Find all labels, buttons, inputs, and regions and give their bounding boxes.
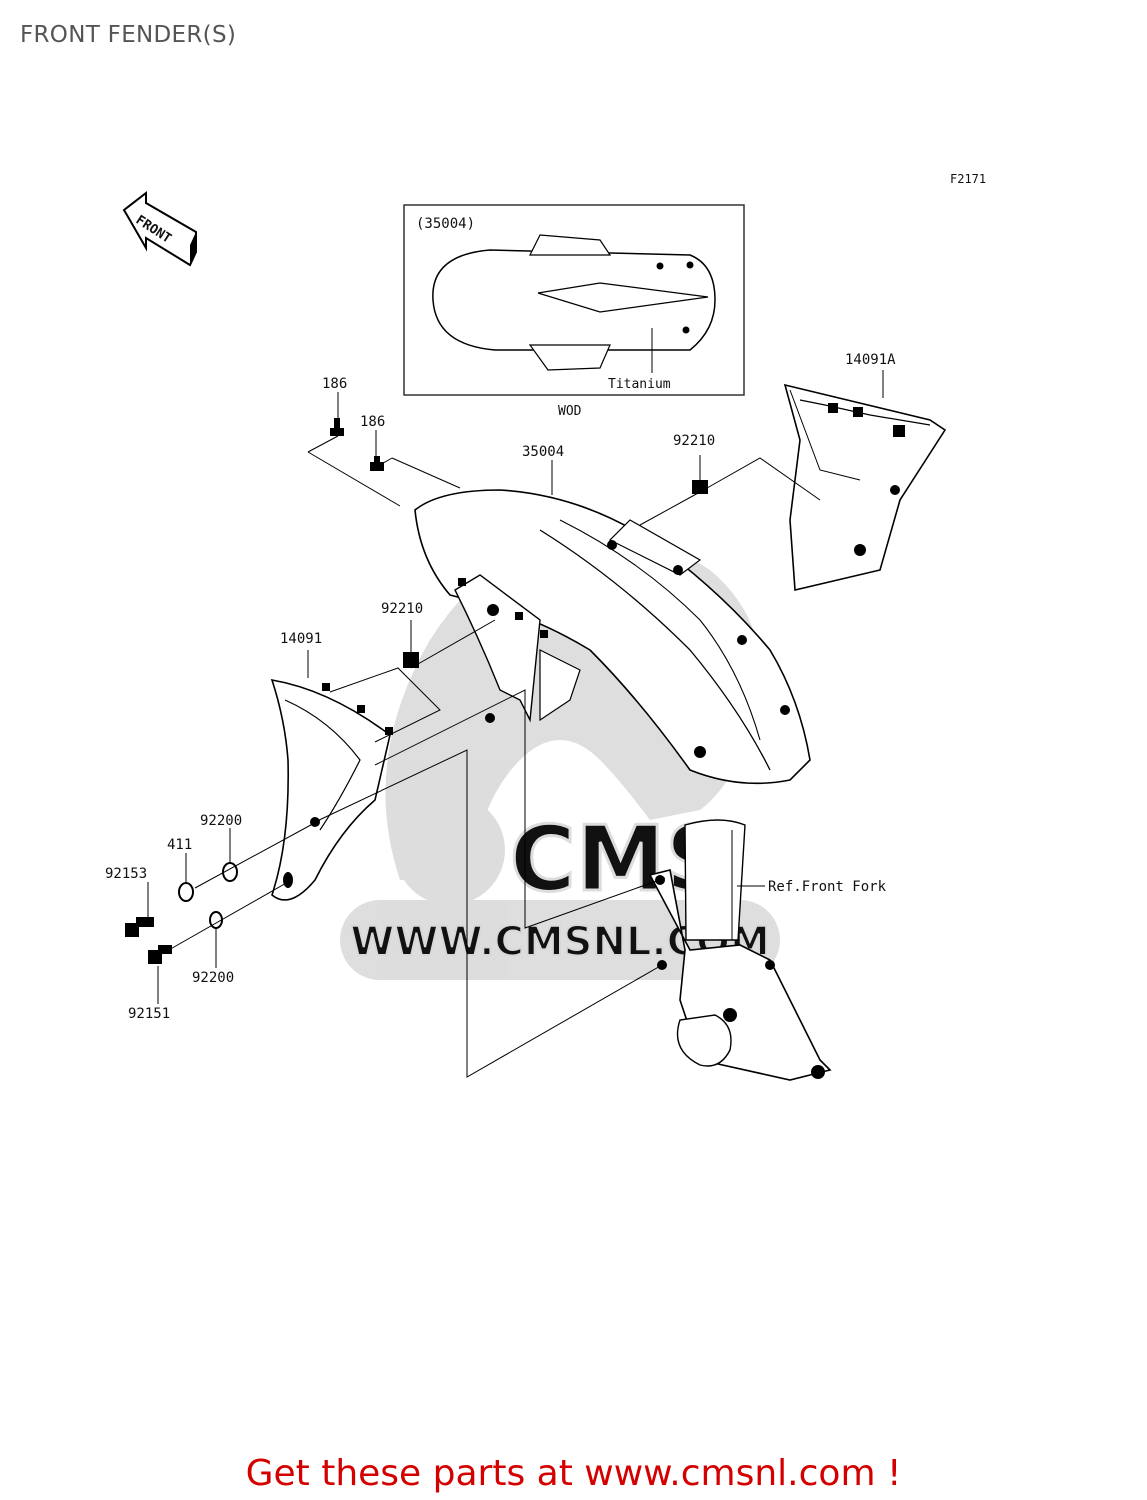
promo-link[interactable]: Get these parts at www.cmsnl.com ! [245, 1453, 902, 1494]
page-title: FRONT FENDER(S) [20, 22, 237, 48]
front-fork-bracket [648, 819, 832, 1081]
label-411: 411 [167, 837, 192, 853]
figure-code: F2171 [950, 172, 986, 186]
callout-labels: 186 186 35004 92210 14091A 92210 14091 9… [105, 352, 896, 1022]
nut-92210-lower-icon [403, 652, 419, 668]
front-direction-arrow-icon: FRONT [122, 190, 197, 267]
label-35004: 35004 [522, 444, 564, 460]
label-186-a: 186 [322, 376, 347, 392]
inset-variant-label: WOD [558, 404, 582, 419]
leader-lines [147, 370, 884, 1078]
bolt-92153-icon [125, 917, 154, 937]
label-92200-upper: 92200 [200, 813, 242, 829]
bolt-186-b-icon [370, 456, 384, 471]
label-92153: 92153 [105, 866, 147, 882]
label-92151: 92151 [128, 1006, 170, 1022]
front-fender [414, 489, 811, 785]
collar-411-icon [178, 882, 194, 902]
label-92200-lower: 92200 [192, 970, 234, 986]
label-92210-upper: 92210 [673, 433, 715, 449]
svg-text:(35004): (35004) [416, 216, 475, 232]
svg-text:Titanium: Titanium [608, 377, 671, 392]
nut-92210-upper-icon [692, 480, 708, 494]
label-ref-front-fork: Ref.Front Fork [768, 879, 887, 895]
label-92210-lower: 92210 [381, 601, 423, 617]
label-14091a: 14091A [845, 352, 896, 368]
left-fender-cover [270, 678, 393, 901]
bolt-186-a-icon [330, 418, 344, 436]
parts-diagram: CMS WWW.CMSNL.COM F2171 FRONT (35004) Ti… [105, 172, 986, 1081]
right-fender-cover [783, 383, 947, 591]
bolt-92151-icon [148, 945, 172, 964]
titanium-fender-inset: (35004) Titanium [403, 204, 745, 396]
label-14091: 14091 [280, 631, 322, 647]
label-186-b: 186 [360, 414, 385, 430]
